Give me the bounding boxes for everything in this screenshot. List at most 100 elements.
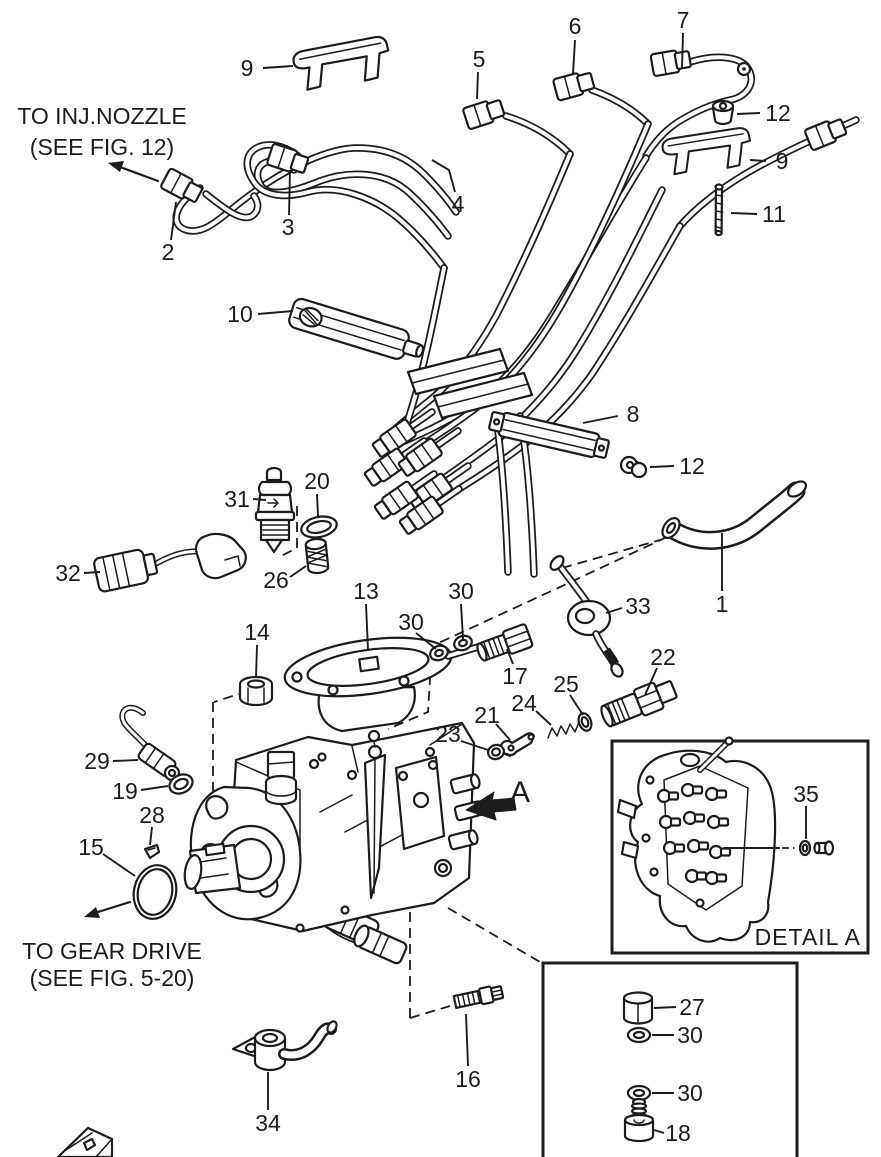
- pipe-fitting-edge: [803, 114, 849, 152]
- leader-line-9: [262, 65, 294, 69]
- cap-nut-14: [238, 675, 274, 707]
- callout-10: 10: [227, 301, 253, 327]
- callout-4: 4: [452, 191, 465, 217]
- pipe-fitting-7: [649, 46, 693, 78]
- callout-8: 8: [627, 401, 640, 427]
- construction-lines-lower: [409, 907, 541, 1019]
- leader-line-11: [730, 212, 758, 215]
- callout-33: 33: [625, 593, 651, 619]
- callout-22: 22: [650, 644, 676, 670]
- leader-line-29: [112, 759, 139, 762]
- fuel-hose-1: [661, 480, 807, 550]
- bolt-16: [452, 985, 505, 1009]
- o-ring-19: [168, 773, 194, 795]
- fitting-17: [476, 623, 534, 662]
- pipe-fitting-6: [551, 68, 597, 102]
- callout-3: 3: [282, 214, 295, 240]
- callout-6: 6: [569, 13, 582, 39]
- pipe-clamp-9: [660, 126, 753, 176]
- leader-line-8: [582, 415, 619, 424]
- leader-line-13: [365, 603, 369, 651]
- leader-line-23: [460, 740, 489, 751]
- callout-19: 19: [112, 778, 138, 804]
- o-ring-15: [132, 864, 178, 920]
- callout-28: 28: [139, 802, 165, 828]
- nut-12: [711, 99, 735, 126]
- callout-2: 2: [162, 239, 175, 265]
- note-inj-nozzle-line2: (SEE FIG. 12): [30, 134, 174, 160]
- callout-11: 11: [762, 201, 786, 227]
- cap-27: [622, 991, 654, 1025]
- callout-31: 31: [224, 486, 250, 512]
- leader-line-15: [102, 853, 136, 877]
- pipe-fitting-3: [265, 142, 311, 178]
- leader-line-6: [572, 39, 576, 75]
- spring-24: [547, 721, 580, 739]
- partial-bracket: [56, 1126, 114, 1157]
- leader-line-19: [140, 785, 169, 791]
- pump-plug: [264, 750, 298, 806]
- nut-12: [619, 455, 648, 479]
- fuel-injection-pump: [183, 636, 485, 965]
- callout-17: 17: [502, 663, 528, 689]
- pipe-fitting-2: [159, 166, 206, 207]
- callout-7: 7: [677, 7, 690, 33]
- callout-9: 9: [776, 148, 789, 174]
- callout-12: 12: [679, 453, 705, 479]
- sensor-29: [119, 704, 181, 782]
- leader-line-27: [653, 1006, 677, 1009]
- callout-30: 30: [677, 1080, 703, 1106]
- leader-line-21: [495, 723, 511, 741]
- leader-line-16: [465, 1013, 469, 1067]
- callout-32: 32: [55, 560, 81, 586]
- pipe-bracket-8: [488, 410, 610, 459]
- inj-nozzle-arrow: [108, 161, 160, 183]
- pipe-fitting-5: [461, 95, 507, 131]
- detail-a-box: [610, 739, 870, 955]
- leader-line-20: [316, 493, 319, 517]
- leader-line-33: [605, 607, 623, 614]
- leader-line-14: [255, 644, 258, 679]
- gear-drive-arrow: [84, 900, 132, 918]
- view-a-arrow: [465, 791, 517, 821]
- leader-line-12: [649, 465, 675, 468]
- detail-a-caption: DETAIL A: [755, 924, 861, 950]
- view-a-label: A: [510, 776, 530, 809]
- joint-bolt-22: [600, 680, 678, 728]
- leader-line-30: [415, 632, 437, 650]
- leader-line-12: [736, 112, 761, 115]
- note-gear-drive-line2: (SEE FIG. 5-20): [30, 965, 195, 991]
- callout-29: 29: [84, 748, 110, 774]
- callout-15: 15: [78, 834, 104, 860]
- note-inj-nozzle-line1: TO INJ.NOZZLE: [17, 103, 187, 129]
- leader-line-22: [644, 667, 658, 696]
- callout-21: 21: [474, 702, 500, 728]
- leader-line-28: [149, 826, 153, 846]
- stud-11: [714, 183, 724, 237]
- leader-line-26: [289, 565, 307, 578]
- callout-23: 23: [435, 721, 461, 747]
- callout-18: 18: [665, 1120, 691, 1146]
- callout-35: 35: [793, 781, 819, 807]
- callout-26: 26: [263, 567, 289, 593]
- clip-28: [143, 843, 161, 860]
- leader-line-7: [681, 32, 684, 69]
- callout-9: 9: [241, 55, 254, 81]
- callout-24: 24: [511, 690, 537, 716]
- wire-connector-32: [93, 532, 247, 593]
- callout-12: 12: [765, 100, 791, 126]
- callout-30: 30: [398, 609, 424, 635]
- pipe-damper-10: [288, 297, 425, 360]
- leader-line-17: [506, 648, 514, 665]
- filter-26: [304, 537, 330, 575]
- plug-kit-parts: [622, 991, 655, 1143]
- callout-16: 16: [455, 1066, 481, 1092]
- leader-line-3: [288, 169, 291, 216]
- callout-27: 27: [679, 994, 705, 1020]
- leader-line-25: [569, 694, 584, 716]
- callout-30: 30: [448, 578, 474, 604]
- leader-line-18: [653, 1129, 665, 1134]
